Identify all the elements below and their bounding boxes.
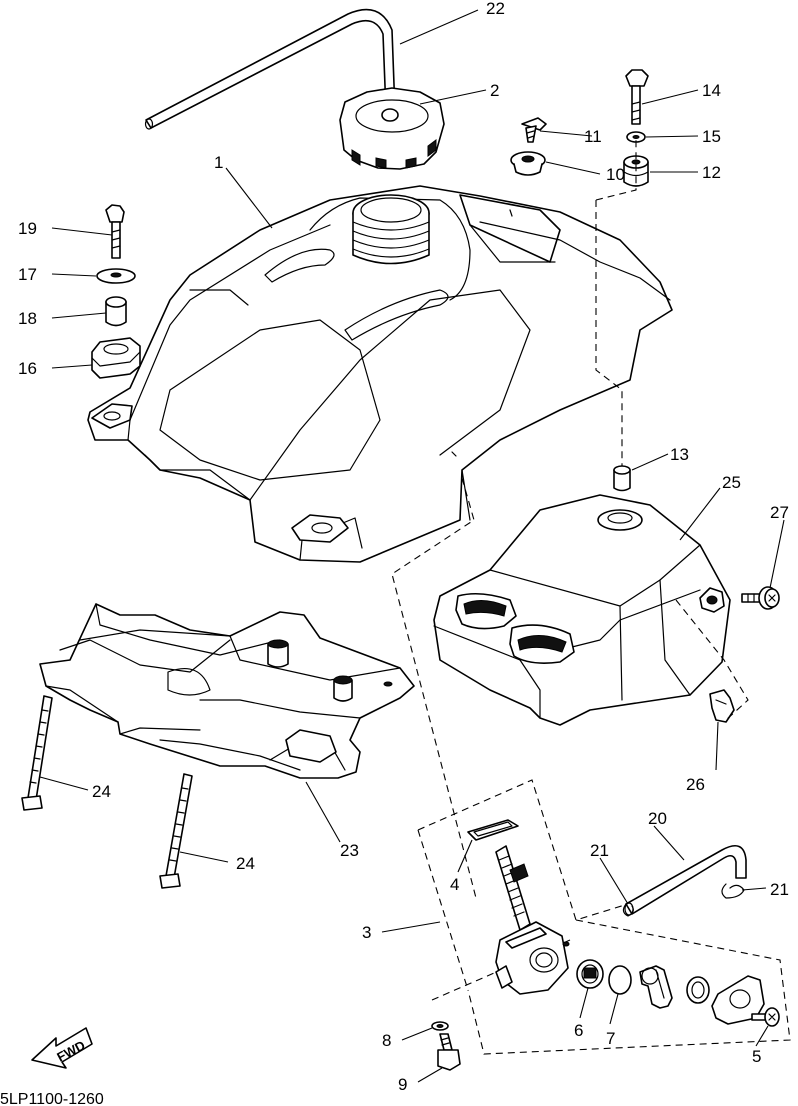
bolt-14 [626,70,648,124]
hose-clip-21-left [623,904,633,916]
callout-10: 10 [606,165,625,184]
callout-9: 9 [398,1075,407,1094]
fwd-label: FWD [54,1037,87,1064]
bolt-27 [742,587,779,609]
callout-3: 3 [362,923,371,942]
collar-18 [106,297,126,326]
callout-8: 8 [382,1031,391,1050]
damper-16 [92,338,140,378]
cable-tie-24-lower [160,774,192,888]
damper-10 [511,152,545,175]
leader-lines [40,10,784,1082]
o-ring-7 [609,966,631,994]
callout-1: 1 [214,153,223,172]
callout-numbers: 22 2 1 11 10 14 15 12 19 17 18 16 13 25 … [18,0,789,1094]
washer-17 [97,269,135,283]
callout-23: 23 [340,841,359,860]
fuel-hose-20 [625,846,746,915]
callout-20: 20 [648,809,667,828]
screw-5 [752,1008,779,1026]
dashed-assembly-lines [392,140,790,1054]
bolt-19 [106,205,124,258]
callout-15: 15 [702,127,721,146]
callout-24-lower: 24 [236,854,255,873]
callout-19: 19 [18,219,37,238]
wave-washer [687,977,709,1003]
callout-11: 11 [584,127,602,146]
callout-25: 25 [722,473,741,492]
callout-21-right: 21 [770,880,789,899]
callout-13: 13 [670,445,689,464]
callout-17: 17 [18,265,37,284]
hose-clip-21-right [722,884,744,898]
callout-7: 7 [606,1029,615,1048]
fuel-cock-3 [496,846,569,994]
fuel-cap-2 [340,88,444,169]
callout-4: 4 [450,875,459,894]
screw-11 [522,118,546,142]
gasket-4 [468,820,518,840]
callout-22: 22 [486,0,505,18]
seal-6 [577,960,603,988]
callout-5: 5 [752,1047,761,1066]
callout-14: 14 [702,81,721,100]
callout-16: 16 [18,359,37,378]
cable-tie-24-upper [22,696,52,810]
callout-6: 6 [574,1021,583,1040]
fuel-tank-1 [88,186,672,562]
callout-18: 18 [18,309,37,328]
hose-clip-26 [710,690,734,722]
bolt-9 [438,1034,460,1070]
sub-tank-25 [434,495,730,725]
callout-12: 12 [702,163,721,182]
collar-13 [614,466,630,491]
callout-24-upper: 24 [92,782,111,801]
callout-26: 26 [686,775,705,794]
callout-2: 2 [490,81,499,100]
washer-8 [432,1022,448,1030]
cover-plate [712,976,764,1024]
callout-27: 27 [770,503,789,522]
cover-23 [40,604,414,778]
callout-21-left: 21 [590,841,609,860]
cock-lever [640,966,672,1008]
diagram-code: 5LP1100-1260 [0,1091,104,1106]
forward-direction-arrow: FWD [32,1028,92,1068]
